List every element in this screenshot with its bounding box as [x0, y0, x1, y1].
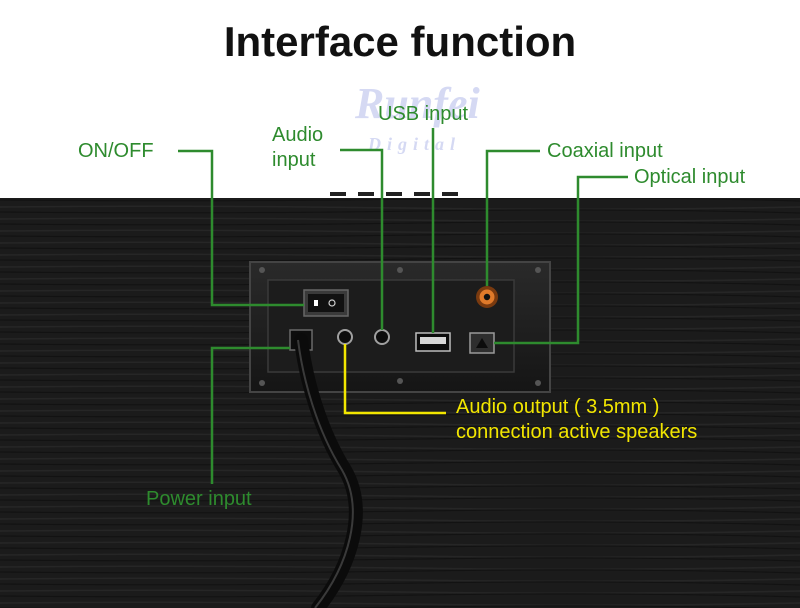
watermark-brand: Runfei: [355, 79, 480, 128]
top-buttons: [330, 192, 458, 196]
callout-line-audio-output: [343, 344, 446, 415]
speaker-bar: [0, 198, 800, 608]
panel-screws: [259, 267, 541, 386]
callout-lines: [178, 128, 628, 484]
label-usb-input: USB input: [378, 103, 469, 125]
label-optical-input: Optical input: [634, 166, 746, 188]
label-audio-input-line2: input: [272, 149, 316, 171]
power-cable: [294, 333, 363, 608]
audio-input-jack-icon: [374, 329, 390, 345]
label-coaxial-input: Coaxial input: [547, 140, 663, 162]
power-switch-icon: [303, 289, 349, 317]
label-on-off: ON/OFF: [78, 140, 154, 162]
label-audio-input-line1: Audio: [272, 124, 324, 146]
label-audio-output-line2: connection active speakers: [456, 421, 698, 443]
page-title: Interface function: [223, 18, 577, 65]
usb-port-icon: [415, 332, 451, 352]
optical-port-icon: [469, 332, 495, 354]
label-power-input: Power input: [146, 488, 252, 510]
coaxial-port-icon: [476, 286, 498, 308]
audio-output-jack-icon: [337, 329, 353, 345]
label-audio-output-line1: Audio output ( 3.5mm ): [456, 396, 660, 418]
